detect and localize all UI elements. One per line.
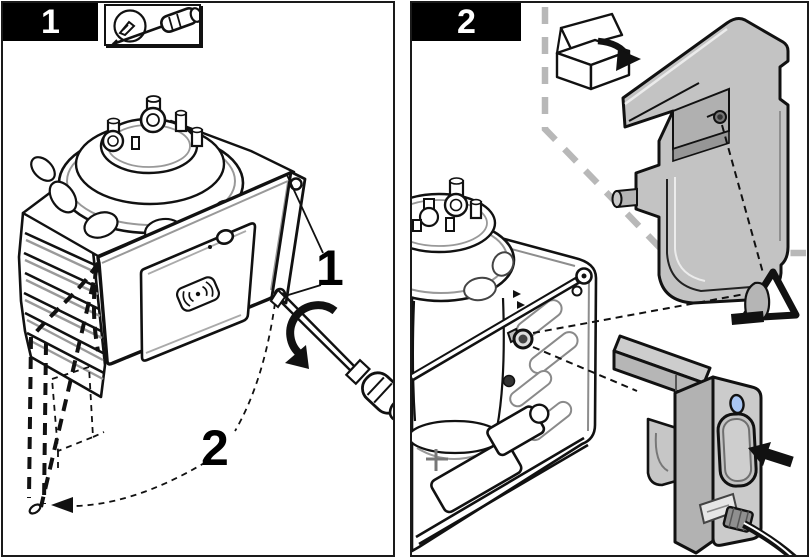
step-2-label: 2: [457, 2, 476, 41]
process-head-part: [612, 334, 797, 555]
head-handle: [716, 412, 758, 488]
instrument-door: [96, 170, 296, 366]
head-installation-illustration: [412, 7, 806, 555]
wireless-logo-icon: [175, 276, 221, 312]
panel-step-1: 1 1 2: [1, 1, 395, 557]
leader-lines: [532, 124, 764, 392]
status-led: [215, 229, 235, 245]
callout-2: 2: [201, 423, 229, 473]
bracket-screw: [706, 110, 727, 124]
unpack-box-icon: [555, 12, 641, 91]
step-2-badge: 2: [412, 3, 521, 41]
measuring-head-cap: [30, 95, 245, 247]
tubing-fittings: [101, 95, 204, 153]
callout-1-label: 1: [316, 240, 344, 296]
push-arrow-icon: [748, 442, 794, 468]
case-bottom-rail: [415, 436, 589, 546]
cable: [742, 520, 797, 555]
tool-badge: [104, 4, 201, 46]
step-1-badge: 1: [3, 3, 98, 41]
rotate-counterclockwise-arrow-icon: [285, 301, 338, 369]
flat-screwdriver-icon: [111, 6, 199, 44]
step-1-label: 1: [41, 2, 60, 41]
turbidimeter-closed-illustration: [17, 95, 393, 515]
callout-2-label: 2: [201, 420, 229, 476]
open-instrument-case: [412, 177, 598, 553]
measuring-head-open: [412, 177, 516, 303]
panel-step-2: 2: [410, 1, 809, 557]
open-door-edge: [412, 267, 593, 382]
alignment-mark: [517, 301, 525, 309]
callout-1-leaders: [284, 174, 324, 297]
door-open-dashed-outline: [27, 261, 105, 515]
alignment-mark: [513, 290, 521, 298]
internal-assembly: [412, 297, 550, 514]
callout-1: 1: [316, 243, 344, 293]
service-bracket-part: [611, 17, 790, 305]
door-swing-arc-arrow-icon: [51, 302, 276, 513]
hand-tighten-warning-icon: [731, 268, 800, 325]
screwdriver-illustration: [269, 288, 393, 422]
